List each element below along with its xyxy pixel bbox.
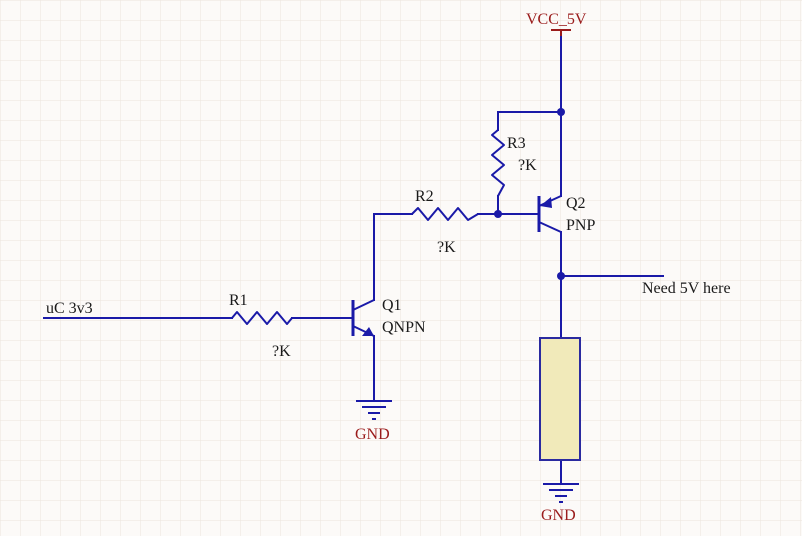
r2-value: ?K — [437, 239, 456, 256]
net-label-input: uC 3v3 — [46, 300, 93, 317]
wire-r3-top — [497, 111, 562, 131]
junction-q2-base — [494, 210, 502, 218]
wire-q1-collector — [373, 213, 413, 301]
net-label-gnd-load: GND — [541, 507, 576, 524]
net-label-gnd-q1: GND — [355, 426, 390, 443]
net-label-output: Need 5V here — [642, 280, 731, 297]
q2-collector-lead — [538, 221, 562, 233]
q2-type: PNP — [566, 217, 595, 234]
q2-emitter-arrow-icon — [540, 197, 552, 208]
junction-vcc — [557, 108, 565, 116]
r2-designator: R2 — [415, 188, 434, 205]
r3-designator: R3 — [507, 135, 526, 152]
ground-icon-load[interactable] — [543, 483, 579, 503]
r1-value: ?K — [272, 343, 291, 360]
q1-type: QNPN — [382, 319, 426, 336]
r1-designator: R1 — [229, 292, 248, 309]
r3-value: ?K — [518, 157, 537, 174]
transistor-q2-pnp[interactable] — [537, 195, 562, 233]
ground-icon-q1[interactable] — [356, 400, 392, 420]
transistor-q1-npn[interactable] — [351, 299, 375, 337]
junctions — [494, 108, 565, 280]
load-component[interactable] — [539, 337, 581, 461]
vcc-power-port-icon[interactable] — [551, 29, 571, 36]
q1-emitter-arrow-icon — [362, 327, 374, 336]
q2-designator: Q2 — [566, 195, 586, 212]
junction-output — [557, 272, 565, 280]
resistor-r1[interactable] — [231, 311, 293, 325]
q1-designator: Q1 — [382, 297, 402, 314]
net-label-vcc: VCC_5V — [526, 11, 587, 28]
resistor-r3[interactable] — [491, 129, 505, 197]
q1-collector-lead — [352, 299, 375, 311]
resistor-r2[interactable] — [411, 207, 479, 221]
